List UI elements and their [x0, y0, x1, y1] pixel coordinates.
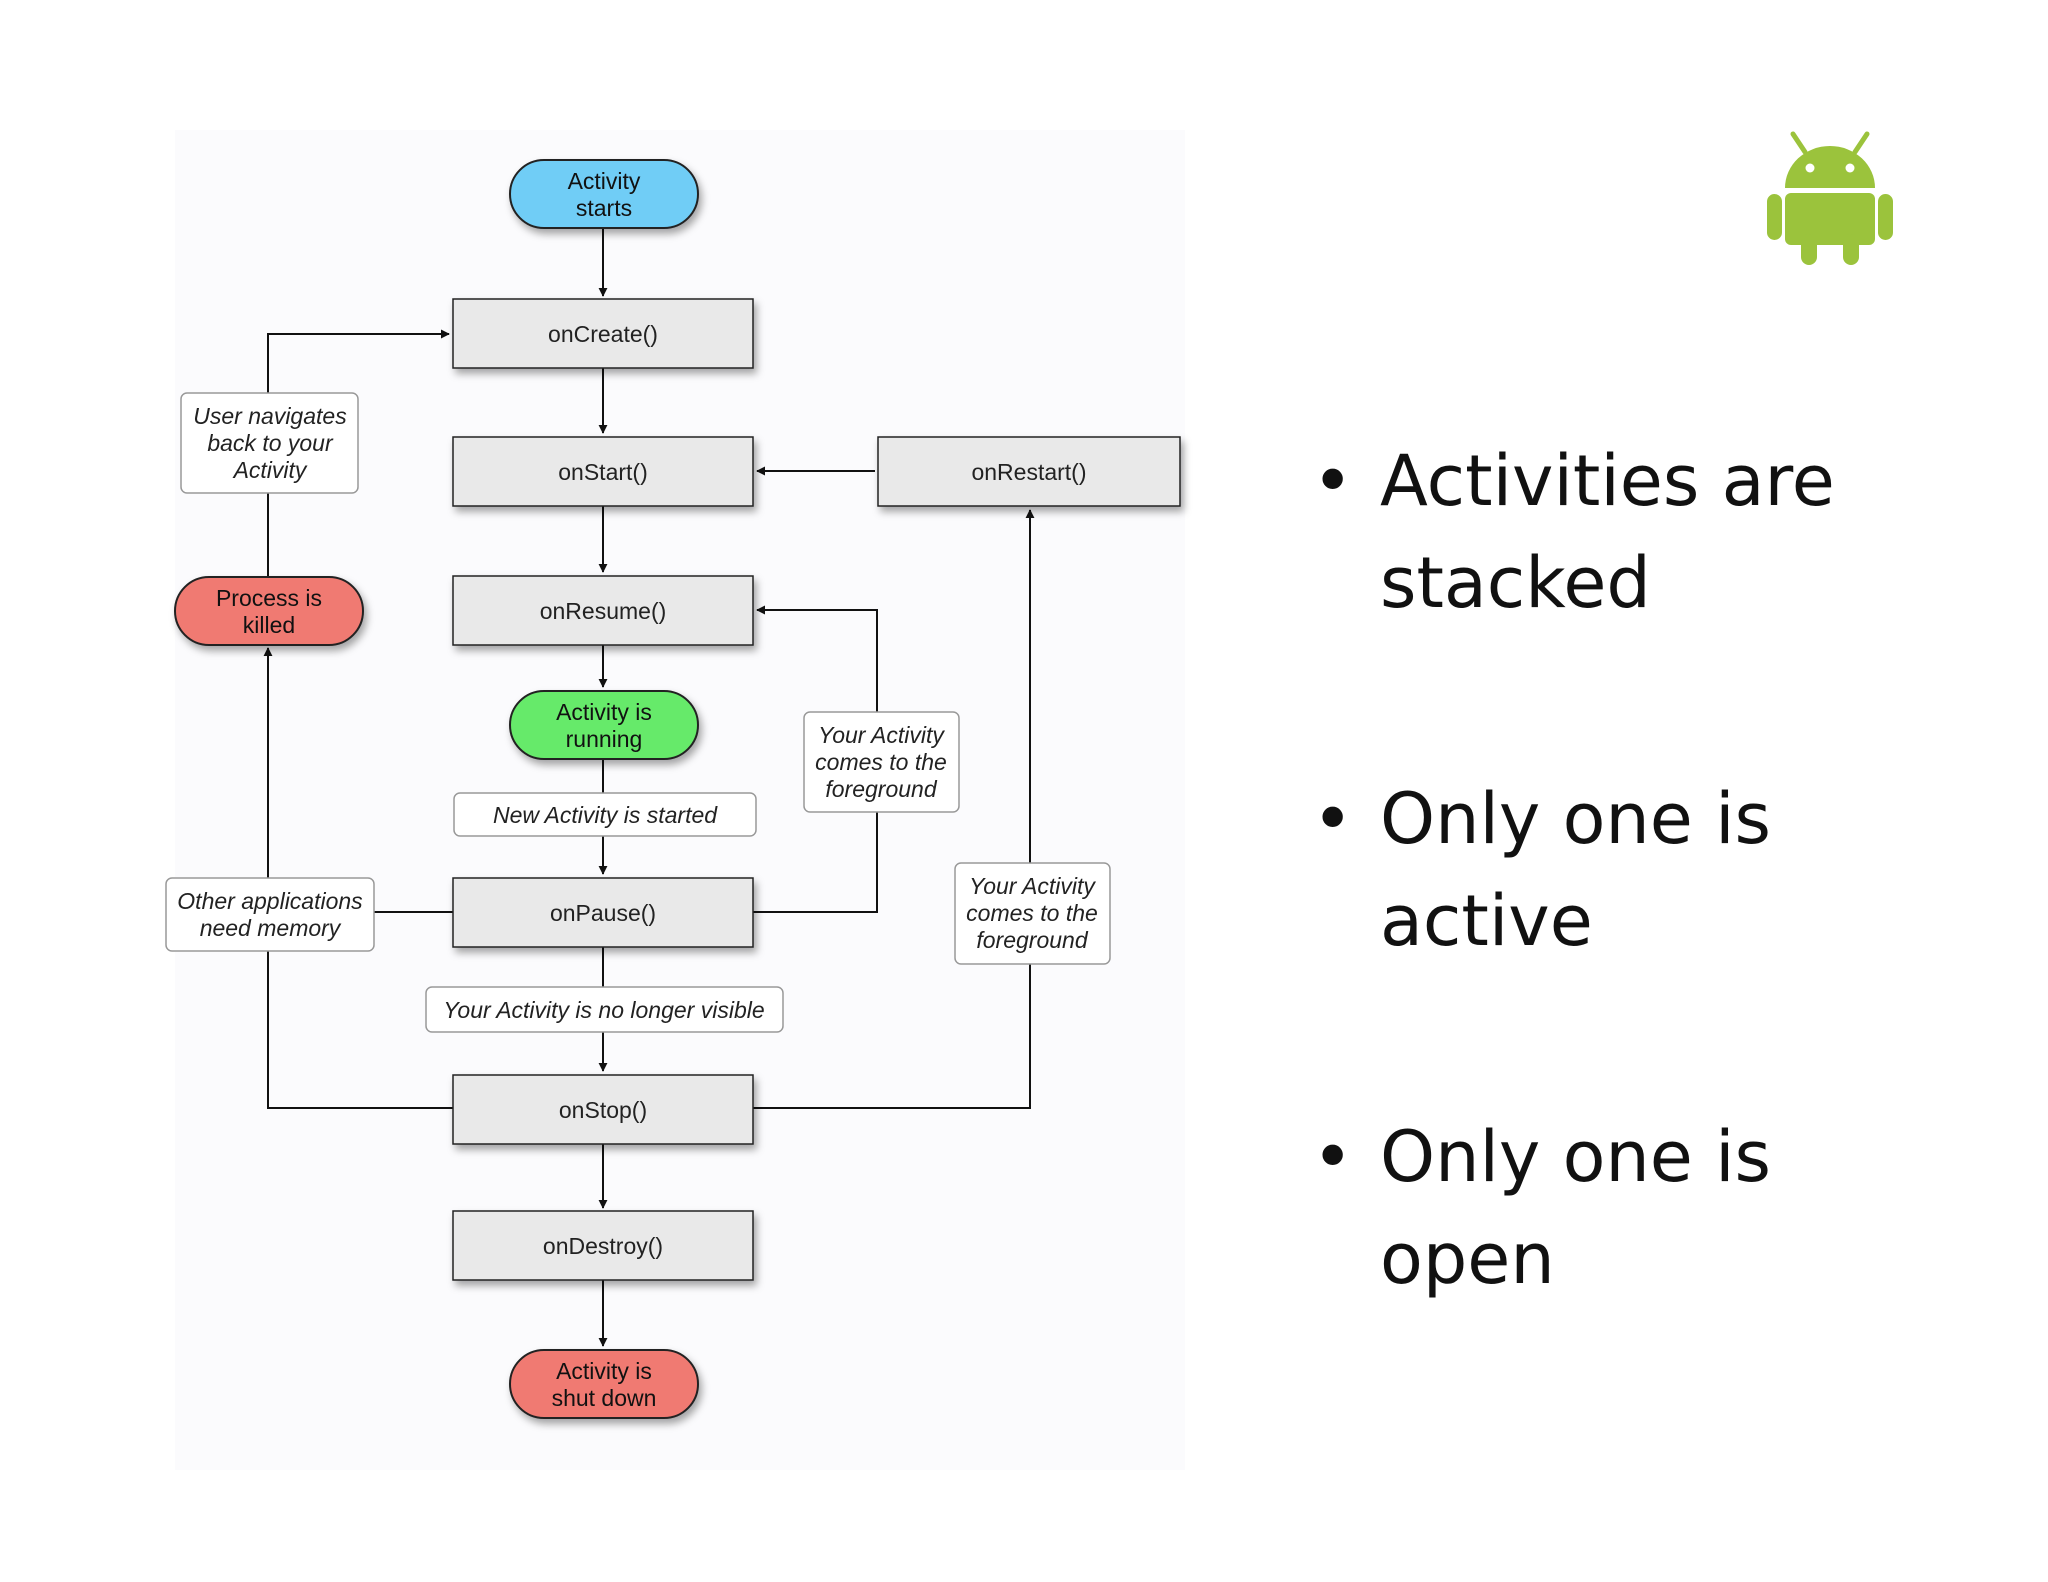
terminal-killed-line-1: Process is: [216, 585, 322, 611]
method-onrestart-box: onRestart(): [877, 436, 1181, 507]
bullet-list: • Activities are stacked • Only one is a…: [1300, 430, 2000, 1444]
terminal-process-killed: Process is killed: [174, 576, 364, 646]
method-ondestroy-box: onDestroy(): [452, 1210, 754, 1281]
method-onpause-box: onPause(): [452, 877, 754, 948]
method-onresume-label: onResume(): [540, 598, 667, 624]
bullet-line-2: active: [1380, 880, 1593, 962]
terminal-shutdown-line-1: Activity is: [556, 1358, 652, 1384]
bullet-item: • Only one is open: [1300, 1106, 2000, 1310]
method-ondestroy-label: onDestroy(): [543, 1233, 663, 1259]
note-foreground-resume-line-1: Your Activity: [818, 722, 945, 748]
android-robot-icon: [1767, 131, 1893, 265]
bullet-dot: •: [1312, 778, 1354, 860]
bullet-dot: •: [1312, 440, 1354, 522]
note-new-activity-label: New Activity is started: [493, 802, 718, 828]
bullet-line-2: stacked: [1380, 542, 1651, 624]
note-foreground-restart-line-3: foreground: [976, 927, 1088, 953]
bullet-line-1: Only one is: [1380, 778, 1772, 860]
terminal-killed-line-2: killed: [243, 612, 295, 638]
note-user-navigates-line-2: back to your: [207, 430, 334, 456]
terminal-start-line-1: Activity: [568, 168, 641, 194]
terminal-running-line-1: Activity is: [556, 699, 652, 725]
method-onstop-box: onStop(): [452, 1074, 754, 1145]
terminal-activity-starts: Activity starts: [509, 159, 699, 229]
note-user-navigates-line-1: User navigates: [193, 403, 347, 429]
bullet-line-1: Only one is: [1380, 1116, 1772, 1198]
note-no-longer-visible-label: Your Activity is no longer visible: [443, 997, 764, 1023]
bullet-line-1: Activities are: [1380, 440, 1835, 522]
bullet-item: • Activities are stacked: [1300, 430, 2000, 634]
terminal-activity-running: Activity is running: [509, 690, 699, 760]
note-foreground-restart-line-2: comes to the: [966, 900, 1098, 926]
method-onpause-label: onPause(): [550, 900, 656, 926]
note-foreground-resume-line-2: comes to the: [815, 749, 947, 775]
method-onresume-box: onResume(): [452, 575, 754, 646]
method-oncreate-box: onCreate(): [452, 298, 754, 369]
bullet-item: • Only one is active: [1300, 768, 2000, 972]
bullet-line-2: open: [1380, 1218, 1555, 1300]
note-foreground-restart-line-1: Your Activity: [969, 873, 1096, 899]
method-onstart-box: onStart(): [452, 436, 754, 507]
note-other-apps-line-1: Other applications: [177, 888, 363, 914]
note-foreground-resume: Your Activity comes to the foreground: [803, 711, 960, 813]
note-new-activity-started: New Activity is started: [453, 792, 757, 837]
bullet-dot: •: [1312, 1116, 1354, 1198]
method-onstop-label: onStop(): [559, 1097, 647, 1123]
note-other-applications: Other applications need memory: [165, 877, 375, 952]
note-user-navigates-line-3: Activity: [232, 457, 308, 483]
arrow-onstop-to-onrestart: [753, 509, 1035, 1109]
terminal-running-line-2: running: [566, 726, 643, 752]
note-user-navigates-back: User navigates back to your Activity: [180, 392, 359, 494]
note-foreground-resume-line-3: foreground: [825, 776, 937, 802]
terminal-activity-shut-down: Activity is shut down: [509, 1349, 699, 1419]
note-other-apps-line-2: need memory: [200, 915, 342, 941]
note-foreground-restart: Your Activity comes to the foreground: [954, 862, 1111, 965]
connectors: [263, 228, 1035, 1347]
terminal-shutdown-line-2: shut down: [552, 1385, 657, 1411]
arrow-killed-to-oncreate: [267, 329, 450, 577]
note-no-longer-visible: Your Activity is no longer visible: [425, 986, 784, 1033]
activity-lifecycle-diagram: onCreate() onStart() onRestart() onResum…: [165, 159, 1181, 1419]
method-onrestart-label: onRestart(): [971, 459, 1086, 485]
method-oncreate-label: onCreate(): [548, 321, 658, 347]
arrow-onstop-to-process-killed: [263, 647, 453, 1109]
method-onstart-label: onStart(): [558, 459, 647, 485]
terminal-start-line-2: starts: [576, 195, 632, 221]
